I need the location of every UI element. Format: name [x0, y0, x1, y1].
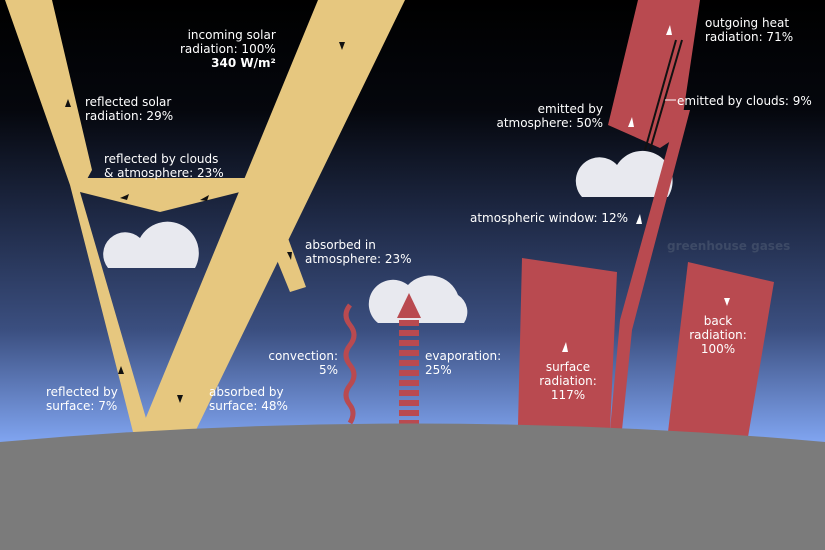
emitted-clouds-label: emitted by clouds: 9% [677, 94, 812, 108]
label-line: radiation: 29% [85, 109, 174, 123]
label-line: incoming solar [187, 28, 276, 42]
arrow-up-icon [666, 25, 672, 35]
evaporation-label: evaporation: 25% [425, 349, 501, 377]
label-line: convection: [268, 349, 338, 363]
heat-arrows [562, 25, 730, 352]
clouds [103, 150, 673, 323]
label-line: 117% [550, 388, 586, 402]
heat-flows [343, 0, 774, 437]
label-line: reflected solar [85, 95, 172, 109]
evaporation-arrowhead [397, 293, 421, 318]
arrow-left-icon [200, 195, 209, 201]
label-line: outgoing heat [705, 16, 790, 30]
back-radiation-label: back radiation: 100% [683, 314, 753, 356]
label-line: atmosphere: 50% [496, 116, 603, 130]
label-line: radiation: 71% [705, 30, 794, 44]
label-line: reflected by clouds [104, 152, 219, 166]
reflected-solar-label: reflected solar radiation: 29% [85, 95, 173, 123]
flow-arrows [65, 42, 345, 403]
greenhouse-gases-label: greenhouse gases [667, 239, 791, 253]
label-line: 5% [318, 363, 338, 377]
label-line: atmosphere: 23% [305, 252, 412, 266]
label-line: radiation: [689, 328, 747, 342]
convection-label: convection: 5% [266, 349, 338, 377]
reflected-surface-label: reflected by surface: 7% [46, 385, 118, 413]
outgoing-heat-label: outgoing heat radiation: 71% [705, 16, 793, 44]
cloud-left [103, 221, 199, 268]
label-line: reflected by [46, 385, 118, 399]
label-line: back [703, 314, 733, 328]
arrow-down-icon [287, 252, 292, 260]
back-radiation-beam [668, 262, 774, 437]
label-line: & atmosphere: 23% [104, 166, 224, 180]
label-line: evaporation: [425, 349, 502, 363]
arrow-down-icon [339, 42, 345, 50]
arrow-up-icon [628, 117, 634, 127]
reflected-clouds-label: reflected by clouds & atmosphere: 23% [104, 152, 224, 180]
arrow-up-icon [562, 342, 568, 352]
absorbed-atmosphere-label: absorbed in atmosphere: 23% [305, 238, 412, 266]
outgoing-heat-beam [608, 0, 700, 148]
absorbed-surface-label: absorbed by surface: 48% [209, 385, 288, 413]
label-line: absorbed in [305, 238, 376, 252]
surface-radiation-beam [518, 258, 617, 430]
label-line: absorbed by [209, 385, 284, 399]
label-line: radiation: [539, 374, 597, 388]
arrow-left-icon [120, 194, 129, 200]
incoming-solar-beam [140, 0, 405, 432]
label-line: emitted by [537, 102, 603, 116]
emitted-atmosphere-label: emitted by atmosphere: 50% [495, 102, 603, 130]
evaporation-column [399, 318, 419, 426]
label-line: 100% [700, 342, 736, 356]
absorbed-atmosphere-beam [268, 230, 306, 292]
cloud-middle [368, 275, 468, 323]
label-line: surface: 7% [46, 399, 118, 413]
arrow-up-icon [118, 366, 124, 374]
arrow-down-icon [724, 298, 730, 306]
reflected-solar-beam [5, 0, 150, 432]
cloud-right [575, 150, 673, 197]
surface-radiation-label: surface radiation: 117% [528, 360, 608, 402]
cloud-reflection-beam [80, 178, 248, 212]
atmospheric-window-beam [610, 110, 690, 430]
cloud-emission-lines [644, 39, 683, 151]
convection-wave [343, 303, 357, 425]
arrow-down-icon [177, 395, 183, 403]
label-line: radiation: 100% [180, 42, 276, 56]
label-line: surface [545, 360, 591, 374]
label-line: surface: 48% [209, 399, 288, 413]
label-line: 25% [425, 363, 452, 377]
atmospheric-window-label: atmospheric window: 12% [470, 211, 629, 225]
earth-surface [0, 423, 825, 550]
incoming-solar-label: incoming solar radiation: 100% 340 W/m² [180, 28, 276, 70]
arrow-up-icon [636, 214, 642, 224]
incoming-flux: 340 W/m² [211, 56, 276, 70]
arrow-up-icon [65, 99, 71, 107]
solar-flows [5, 0, 405, 432]
